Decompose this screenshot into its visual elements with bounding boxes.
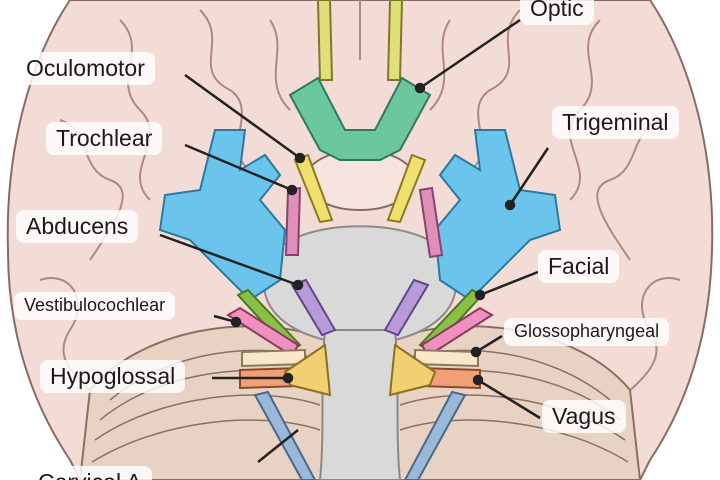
label-accessory: Cervical A (28, 466, 152, 480)
leader-lines (159, 18, 550, 463)
optic-nerve (288, 76, 432, 161)
label-vestibulocochlear: Vestibulocochlear (14, 292, 176, 320)
trigeminal-nerve-left (158, 129, 287, 302)
abducens-nerve-right (383, 278, 430, 337)
glossopharyngeal-nerve-right (414, 348, 479, 368)
label-facial: Facial (538, 250, 620, 284)
hypoglossal-nerve-right (388, 343, 437, 397)
accessory-nerve-left (253, 390, 317, 480)
accessory-nerve-right (403, 390, 467, 480)
vestibulocochlear-nerve-right (420, 306, 494, 358)
trigeminal-nerve-right (433, 129, 562, 302)
label-trigeminal: Trigeminal (552, 106, 679, 140)
label-glossopharyngeal: Glossopharyngeal (504, 318, 670, 346)
medulla (318, 329, 402, 480)
trochlear-nerve-right (418, 186, 444, 259)
olfactory-tract-right (386, 0, 404, 81)
oculomotor-nerve-right (386, 153, 427, 224)
vestibulocochlear-nerve-left (226, 306, 300, 358)
trochlear-nerve-left (284, 186, 302, 256)
label-oculomotor: Oculomotor (16, 52, 155, 86)
glossopharyngeal-nerve-left (241, 348, 306, 368)
label-hypoglossal: Hypoglossal (40, 360, 186, 394)
label-trochlear: Trochlear (46, 122, 163, 156)
label-optic: Optic (520, 0, 594, 26)
olfactory-tract-left (316, 0, 334, 81)
label-vagus: Vagus (542, 400, 626, 434)
label-abducens: Abducens (16, 210, 139, 244)
